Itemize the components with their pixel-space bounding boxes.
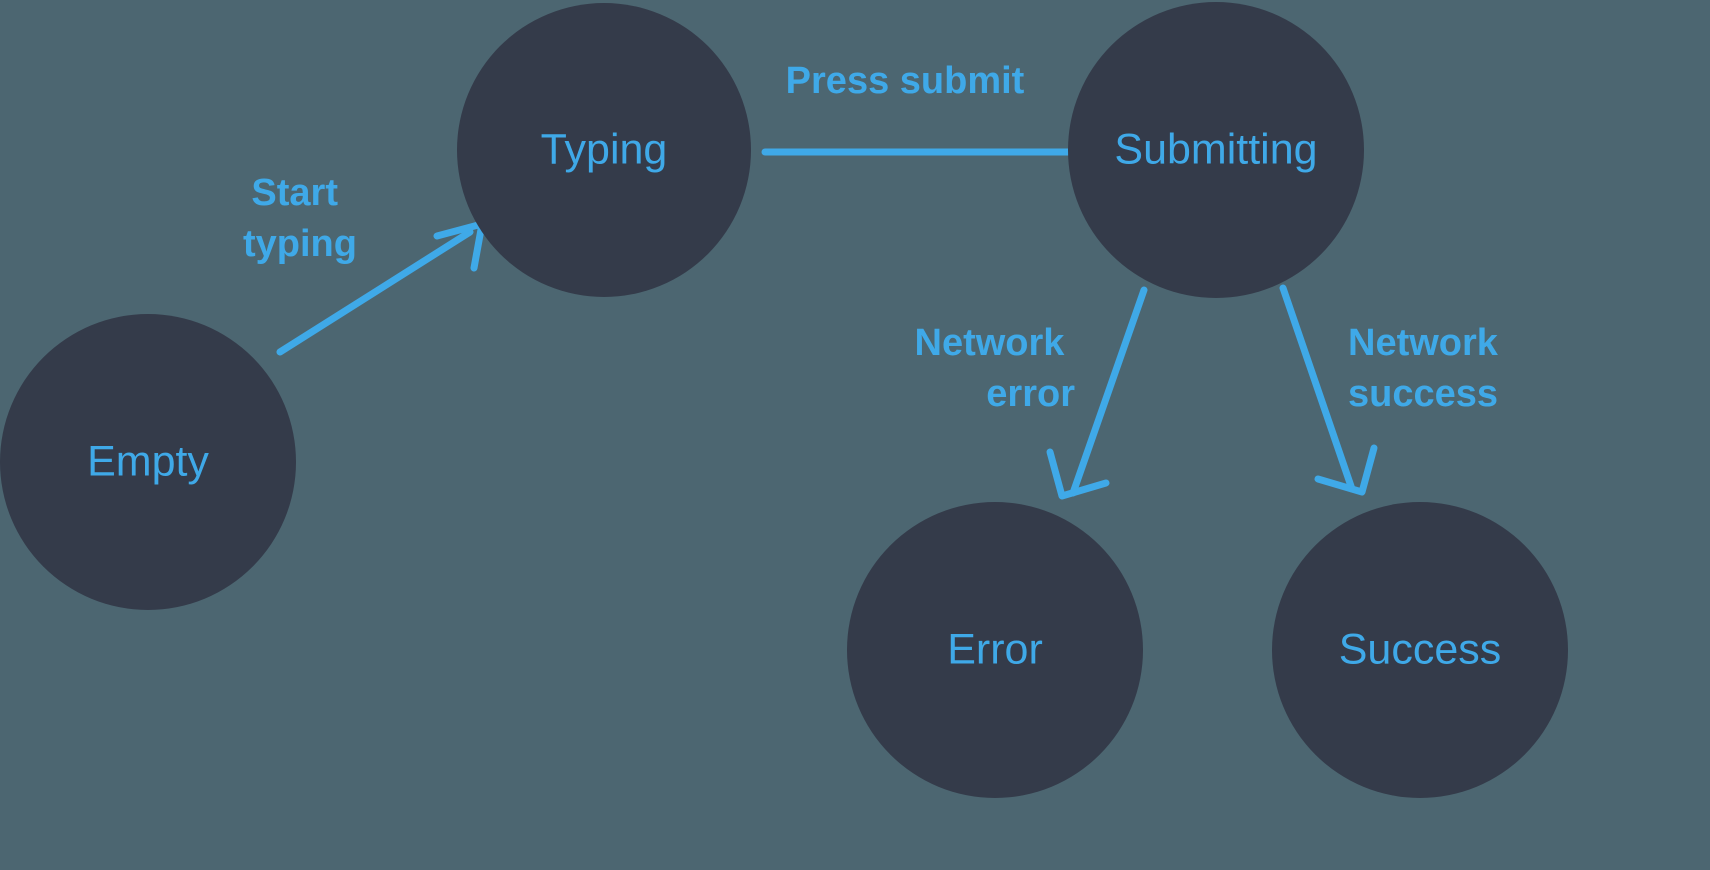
transition-start-typing: Start typing [243,172,486,356]
transition-network-error-arrowhead [1046,448,1110,500]
transition-start-typing-label: Start typing [243,172,357,265]
transition-network-success-label-line-2: success [1348,373,1498,415]
node-success-circle[interactable] [1272,502,1568,798]
node-error-circle[interactable] [847,502,1143,798]
node-submitting-label: Submitting [1114,125,1317,173]
transition-network-success-label-line-1: Network [1348,322,1499,364]
node-typing-circle[interactable] [457,3,751,297]
transition-network-success-line [1279,284,1356,493]
transition-start-typing-line [276,228,474,356]
transition-network-success: Network success [1279,284,1508,496]
node-success[interactable]: Success [1272,502,1568,798]
transition-network-error-line [1069,286,1148,497]
transition-network-error: Network error [915,286,1148,500]
node-typing[interactable]: Typing [457,3,751,297]
transition-network-error-label-line-2: error [986,373,1075,415]
transition-press-submit-label: Press submit [786,60,1025,102]
transition-network-success-label: Network success [1348,322,1508,415]
node-empty-circle[interactable] [0,314,296,610]
node-empty[interactable]: Empty [0,314,296,610]
node-submitting[interactable]: Submitting [1068,2,1364,298]
transition-start-typing-label-line-2: typing [243,223,357,265]
transition-press-submit: Press submit [761,60,1149,185]
transition-network-error-label: Network error [915,322,1076,415]
node-success-label: Success [1339,625,1502,673]
transition-start-typing-label-line-1: Start [251,172,338,214]
node-empty-label: Empty [87,437,209,485]
transition-network-success-arrowhead [1314,444,1378,496]
transition-network-error-label-line-1: Network [915,322,1066,364]
node-submitting-circle[interactable] [1068,2,1364,298]
node-typing-label: Typing [541,125,668,173]
node-error-label: Error [947,625,1043,673]
node-error[interactable]: Error [847,502,1143,798]
transition-press-submit-label-line-1: Press submit [786,60,1025,102]
